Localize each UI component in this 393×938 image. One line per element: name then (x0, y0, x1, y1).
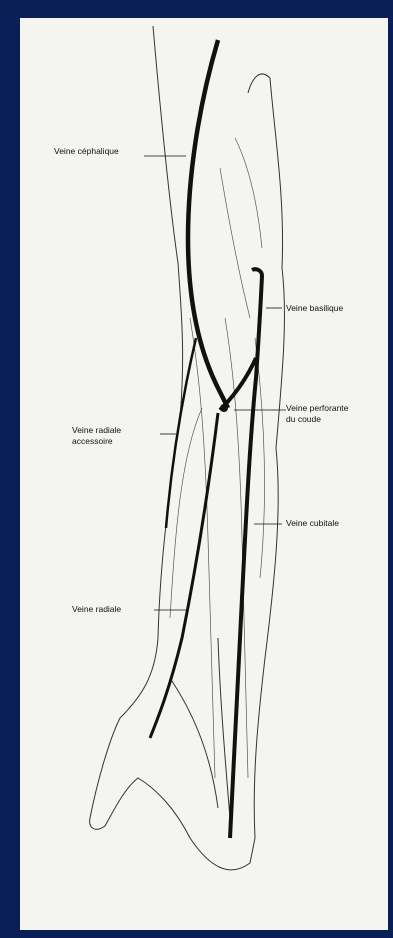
label-perforating-vein-line2: du coude (286, 414, 321, 424)
radial-accessory-vein (166, 338, 196, 528)
label-radial-accessory-vein-line2: accessoire (72, 436, 113, 446)
anatomy-sheet: Veine céphalique Veine basilique Veine r… (20, 18, 388, 930)
label-radial-vein: Veine radiale (72, 604, 121, 614)
perforating-node (220, 404, 228, 412)
label-radial-accessory-vein-line1: Veine radiale (72, 425, 121, 435)
label-perforating-vein-line1: Veine perforante (286, 403, 348, 413)
radial-vein (150, 413, 218, 738)
perforating-vein (220, 358, 256, 410)
cephalic-vein (188, 40, 228, 408)
basilic-vein (230, 269, 262, 838)
label-basilic-vein: Veine basilique (286, 303, 343, 313)
label-cephalic-vein: Veine céphalique (54, 146, 119, 156)
label-cubital-vein: Veine cubitale (286, 518, 339, 528)
